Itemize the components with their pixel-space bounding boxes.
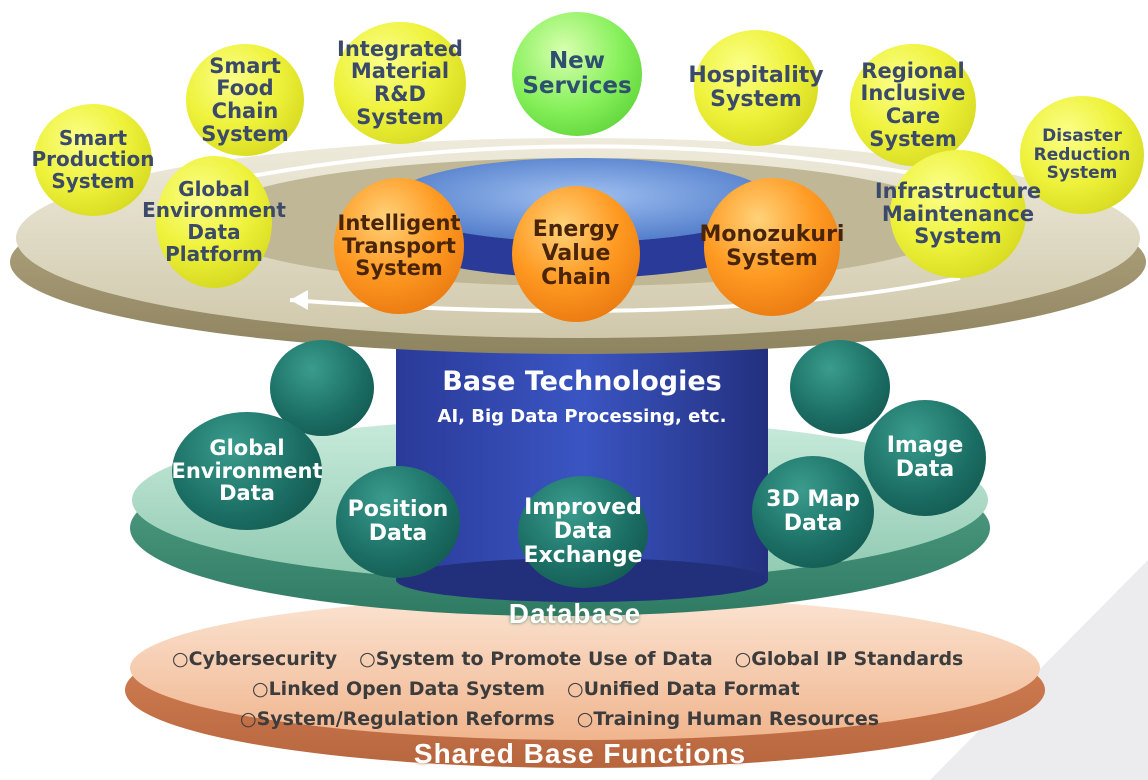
shared-item-ip-standards: ○Global IP Standards — [734, 648, 964, 670]
ring-flow-arrowhead-lower — [290, 290, 308, 310]
shared-base-functions-label: Shared Base Functions — [413, 738, 747, 769]
shared-item-unified-format: ○Unified Data Format — [567, 678, 800, 700]
shared-row-3: ○System/Regulation Reforms ○Training Huma… — [240, 708, 879, 730]
ring-inner-wall — [392, 200, 772, 278]
base-technologies-subtitle: AI, Big Data Processing, etc. — [437, 406, 727, 427]
database-sphere-back-right — [790, 340, 890, 434]
shared-disc-top — [130, 596, 1040, 740]
shared-item-regulation-reforms: ○System/Regulation Reforms — [240, 708, 555, 730]
database-label: Database — [508, 598, 642, 629]
database-sphere-back-left — [270, 340, 374, 436]
shared-item-training: ○Training Human Resources — [576, 708, 880, 730]
ring-flow-arrow — [189, 144, 941, 190]
shared-item-promote-data: ○System to Promote Use of Data — [359, 648, 713, 670]
shared-row-1: ○Cybersecurity ○System to Promote Use of … — [172, 648, 963, 670]
shared-row-2: ○Linked Open Data System ○Unified Data Fo… — [252, 678, 800, 700]
shared-item-cybersecurity: ○Cybersecurity — [172, 648, 338, 670]
base-technologies-title: Base Technologies — [442, 366, 722, 397]
shared-item-linked-open-data: ○Linked Open Data System — [252, 678, 545, 700]
